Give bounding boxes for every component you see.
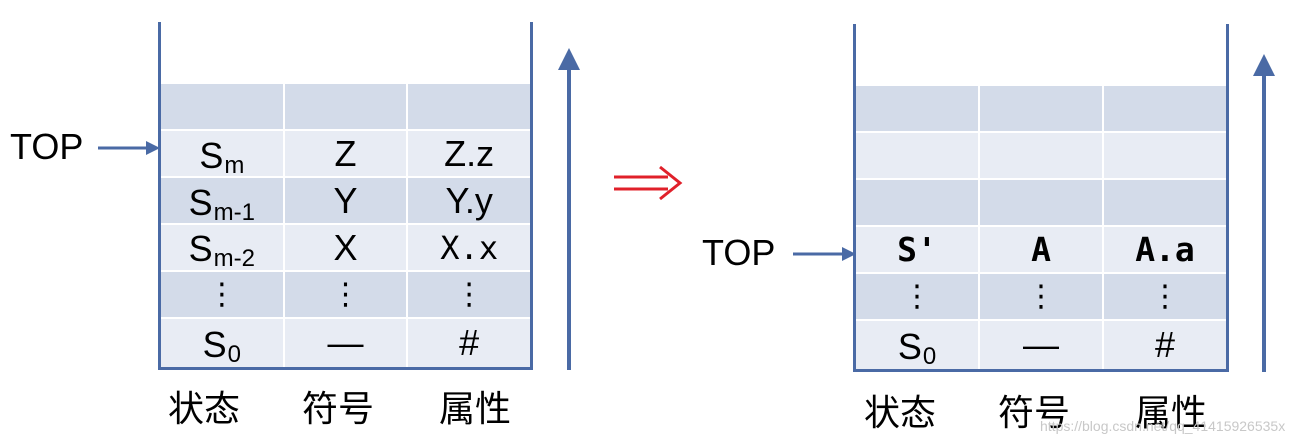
left-top-label: TOP [10,126,84,167]
state-cell [161,84,285,129]
left-stack-right-wall [530,22,533,370]
symbol-cell: — [980,321,1104,369]
left-stack-bottom [158,367,533,370]
symbol-cell: A [980,227,1104,272]
attr-cell: X.x [440,228,499,267]
symbol-cell: Y [285,178,409,223]
symbol-cell: ⋮ [285,272,409,317]
attr-cell: # [459,322,480,363]
left-top-pointer-arrow [98,141,160,155]
left-header-symbol: 符号 [302,389,375,430]
right-top-pointer-arrow [793,247,856,261]
symbol-cell [980,86,1104,131]
symbol-cell: X [285,225,409,270]
left-stack-growth-arrow [558,48,580,370]
attr-cell: Y.y [445,179,493,221]
attr-cell [408,84,530,129]
symbol-cell: — [285,319,409,367]
state-cell [856,180,980,225]
state-cell: ⋮ [161,272,285,317]
left-header-attr: 属性 [439,389,512,430]
table-row [856,133,1226,180]
state-cell [856,86,980,131]
table-row: ⋮ ⋮ ⋮ [856,274,1226,321]
right-top-label: TOP [702,232,776,273]
table-row: S' A A.a [856,227,1226,274]
symbol-cell: ⋮ [980,274,1104,319]
attr-cell: ⋮ [454,277,485,311]
symbol-cell: Z [285,131,409,176]
transform-arrow-icon [614,165,683,201]
table-row [161,84,530,131]
attr-cell: A.a [1135,230,1195,269]
left-stack-left-wall [158,22,161,370]
right-stack-left-wall [853,24,856,372]
state-cell [856,133,980,178]
attr-cell [1104,180,1226,225]
table-row: ⋮ ⋮ ⋮ [161,272,530,319]
attr-cell [1104,86,1226,131]
symbol-cell [980,180,1104,225]
right-header-state: 状态 [864,393,937,434]
attr-cell: # [1154,324,1176,365]
left-header-state: 状态 [168,389,241,430]
right-stack-bottom [853,369,1229,372]
table-row [856,180,1226,227]
attr-cell [1104,133,1226,178]
attr-cell: Z.z [444,132,495,174]
table-row [856,86,1226,133]
state-cell: S' [856,227,980,272]
right-stack-right-wall [1226,24,1229,372]
watermark-text: https://blog.csdn.net/qq_41415926535x [1040,418,1286,434]
right-header-symbol: 符号 [998,393,1071,434]
state-cell: ⋮ [856,274,980,319]
symbol-cell [980,133,1104,178]
attr-cell: ⋮ [1150,279,1180,313]
right-header-attr: 属性 [1135,393,1208,434]
symbol-cell [285,84,409,129]
right-stack-growth-arrow [1253,54,1275,372]
